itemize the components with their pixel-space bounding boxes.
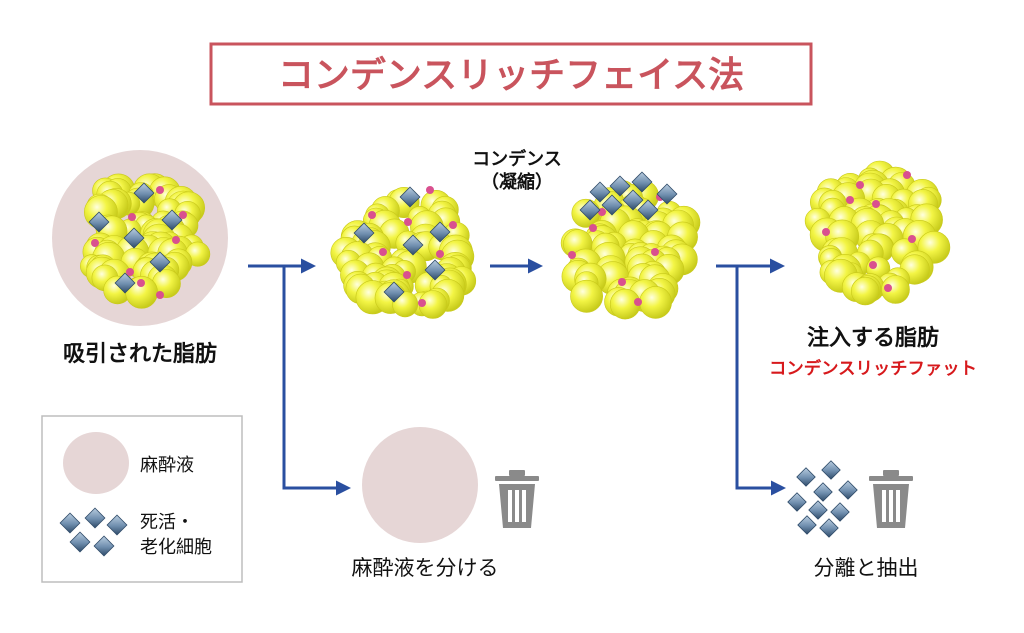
separated-damaged-cells bbox=[787, 460, 858, 538]
cell-nucleus bbox=[156, 186, 164, 194]
injected-fat-cluster bbox=[804, 160, 951, 306]
cell-nucleus bbox=[404, 218, 412, 226]
aspirated-fat-label: 吸引された脂肪 bbox=[63, 341, 217, 367]
damaged-cell bbox=[402, 234, 424, 256]
condense-label: コンデンス bbox=[472, 148, 562, 170]
damaged-cell bbox=[589, 181, 611, 203]
condense-sub-label: （凝縮） bbox=[481, 171, 553, 193]
condense-rich-fat-label: コンデンスリッチファット bbox=[769, 358, 977, 379]
damaged-cell bbox=[383, 281, 405, 303]
damaged-cell bbox=[424, 259, 446, 281]
cell-nucleus bbox=[128, 213, 136, 221]
separate-anesthetic-label: 麻酔液を分ける bbox=[352, 556, 499, 580]
damaged-cell bbox=[819, 518, 839, 538]
cell-nucleus bbox=[126, 268, 134, 276]
damaged-cell bbox=[797, 515, 817, 535]
arrow-to-anesthetic bbox=[282, 266, 351, 496]
injected-fat-label: 注入する脂肪 bbox=[807, 325, 939, 351]
legend: 麻酔液 死活・ 老化細胞 bbox=[41, 415, 243, 583]
damaged-cell bbox=[353, 222, 375, 244]
cell-nucleus bbox=[822, 228, 830, 236]
damaged-cell bbox=[114, 272, 136, 294]
damaged-cell bbox=[93, 535, 115, 557]
fat-cluster-condensed bbox=[560, 171, 701, 320]
cell-nucleus bbox=[379, 248, 387, 256]
damaged-cell bbox=[88, 211, 110, 233]
damaged-cell bbox=[84, 507, 106, 529]
flow-arrows bbox=[248, 258, 786, 496]
cell-nucleus bbox=[91, 239, 99, 247]
damaged-cell bbox=[133, 182, 155, 204]
cell-nucleus bbox=[856, 181, 864, 189]
cell-nucleus bbox=[869, 261, 877, 269]
cell-nucleus bbox=[651, 248, 659, 256]
cell-nucleus bbox=[589, 224, 597, 232]
arrow-to-extract bbox=[735, 266, 786, 496]
fat-cell bbox=[881, 275, 910, 304]
damaged-cell bbox=[622, 189, 644, 211]
damaged-cell bbox=[838, 480, 858, 500]
cell-nucleus bbox=[846, 196, 854, 204]
separate-extract-label: 分離と抽出 bbox=[814, 556, 919, 580]
fat-cell bbox=[850, 276, 880, 306]
legend-anesthetic-swatch bbox=[63, 432, 129, 494]
legend-anesthetic-label: 麻酔液 bbox=[140, 455, 194, 476]
damaged-cell bbox=[123, 227, 145, 249]
damaged-cell bbox=[399, 186, 421, 208]
cell-nucleus bbox=[903, 171, 911, 179]
cell-nucleus bbox=[449, 221, 457, 229]
aspirated-fat-cluster bbox=[80, 173, 211, 309]
cell-nucleus bbox=[418, 299, 426, 307]
damaged-cell bbox=[656, 183, 678, 205]
damaged-cell bbox=[69, 531, 91, 553]
cell-nucleus bbox=[908, 235, 916, 243]
damaged-cell bbox=[796, 467, 816, 487]
separated-anesthetic-circle bbox=[362, 427, 478, 543]
legend-damaged-label-line2: 老化細胞 bbox=[140, 537, 212, 558]
damaged-cell bbox=[106, 514, 128, 536]
fat-cell bbox=[392, 291, 419, 318]
trash-icon bbox=[869, 470, 913, 528]
damaged-cell bbox=[609, 175, 631, 197]
trash-icon bbox=[495, 470, 539, 528]
damaged-cell bbox=[813, 482, 833, 502]
damaged-cell bbox=[821, 460, 841, 480]
cell-nucleus bbox=[436, 250, 444, 258]
cell-nucleus bbox=[368, 211, 376, 219]
legend-damaged-cells-swatch bbox=[59, 507, 128, 557]
damaged-cell bbox=[601, 194, 623, 216]
cell-nucleus bbox=[568, 251, 576, 259]
cell-nucleus bbox=[634, 298, 642, 306]
damaged-cell bbox=[429, 221, 451, 243]
legend-damaged-label-line1: 死活・ bbox=[140, 512, 194, 533]
fat-cluster-after-separation bbox=[330, 186, 477, 319]
damaged-cell bbox=[161, 209, 183, 231]
cell-nucleus bbox=[872, 200, 880, 208]
damaged-cell bbox=[637, 199, 659, 221]
damaged-cell bbox=[59, 512, 81, 534]
title-box bbox=[209, 42, 813, 106]
damaged-cell bbox=[830, 502, 850, 522]
damaged-cell bbox=[787, 492, 807, 512]
damaged-cell bbox=[149, 251, 171, 273]
cell-nucleus bbox=[403, 271, 411, 279]
cell-nucleus bbox=[172, 236, 180, 244]
damaged-cell bbox=[631, 171, 653, 193]
page-title: コンデンスリッチフェイス法 bbox=[278, 54, 744, 96]
damaged-cell bbox=[808, 500, 828, 520]
fat-cell bbox=[570, 279, 604, 313]
fat-cell bbox=[639, 286, 672, 319]
cell-nucleus bbox=[426, 186, 434, 194]
cell-nucleus bbox=[884, 284, 892, 292]
cell-nucleus bbox=[156, 291, 164, 299]
cell-nucleus bbox=[137, 279, 145, 287]
damaged-cell bbox=[579, 199, 601, 221]
cell-nucleus bbox=[618, 278, 626, 286]
cell-nucleus bbox=[179, 211, 187, 219]
